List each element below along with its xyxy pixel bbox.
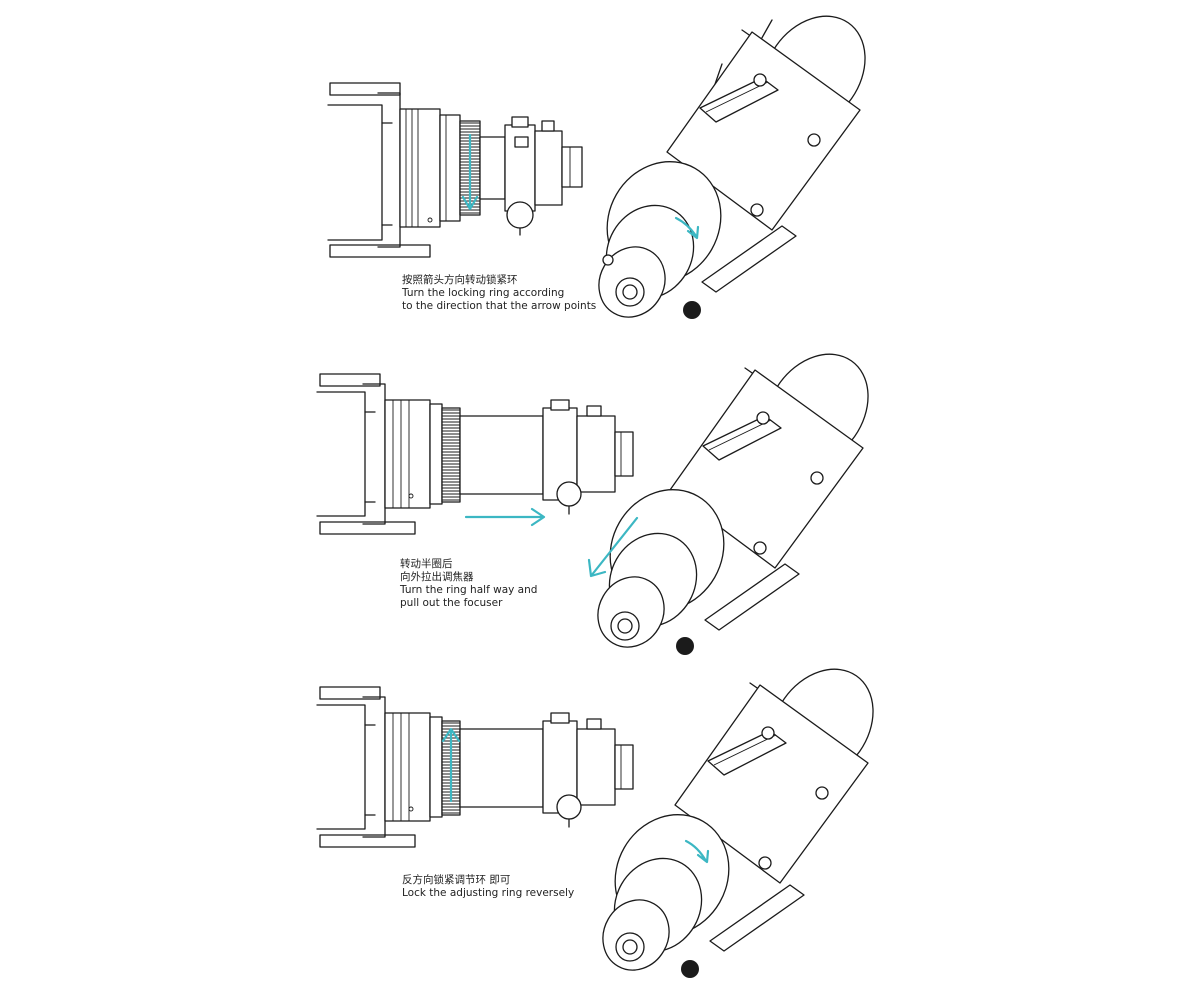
- step2-caption-cn-2: 向外拉出调焦器: [400, 571, 474, 583]
- step2-perspective-view: [587, 353, 869, 655]
- step1-caption: 按照箭头方向转动锁紧环 Turn the locking ring accord…: [402, 274, 596, 313]
- step1-caption-en-1: Turn the locking ring according: [402, 287, 565, 299]
- step3-caption: 反方向锁紧调节环 即可 Lock the adjusting ring reve…: [402, 874, 574, 900]
- step3-perspective-view: [602, 668, 874, 978]
- step2-caption-en-1: Turn the ring half way and: [400, 584, 538, 596]
- step2-caption-en-2: pull out the focuser: [400, 597, 503, 609]
- step2-caption-cn-1: 转动半圈后: [400, 558, 453, 570]
- step3-caption-en: Lock the adjusting ring reversely: [402, 887, 575, 899]
- step3-caption-cn: 反方向锁紧调节环 即可: [402, 874, 511, 886]
- step1-caption-cn: 按照箭头方向转动锁紧环: [402, 274, 518, 286]
- step2-side-view: [316, 373, 634, 535]
- step1-perspective-view: [598, 15, 866, 319]
- step1-caption-en-2: to the direction that the arrow points: [402, 300, 597, 312]
- step2-pull-arrow: [464, 507, 546, 527]
- step3-side-view: [316, 686, 634, 848]
- step1-side-view: [327, 82, 583, 258]
- step2-caption: 转动半圈后 向外拉出调焦器 Turn the ring half way and…: [400, 558, 537, 610]
